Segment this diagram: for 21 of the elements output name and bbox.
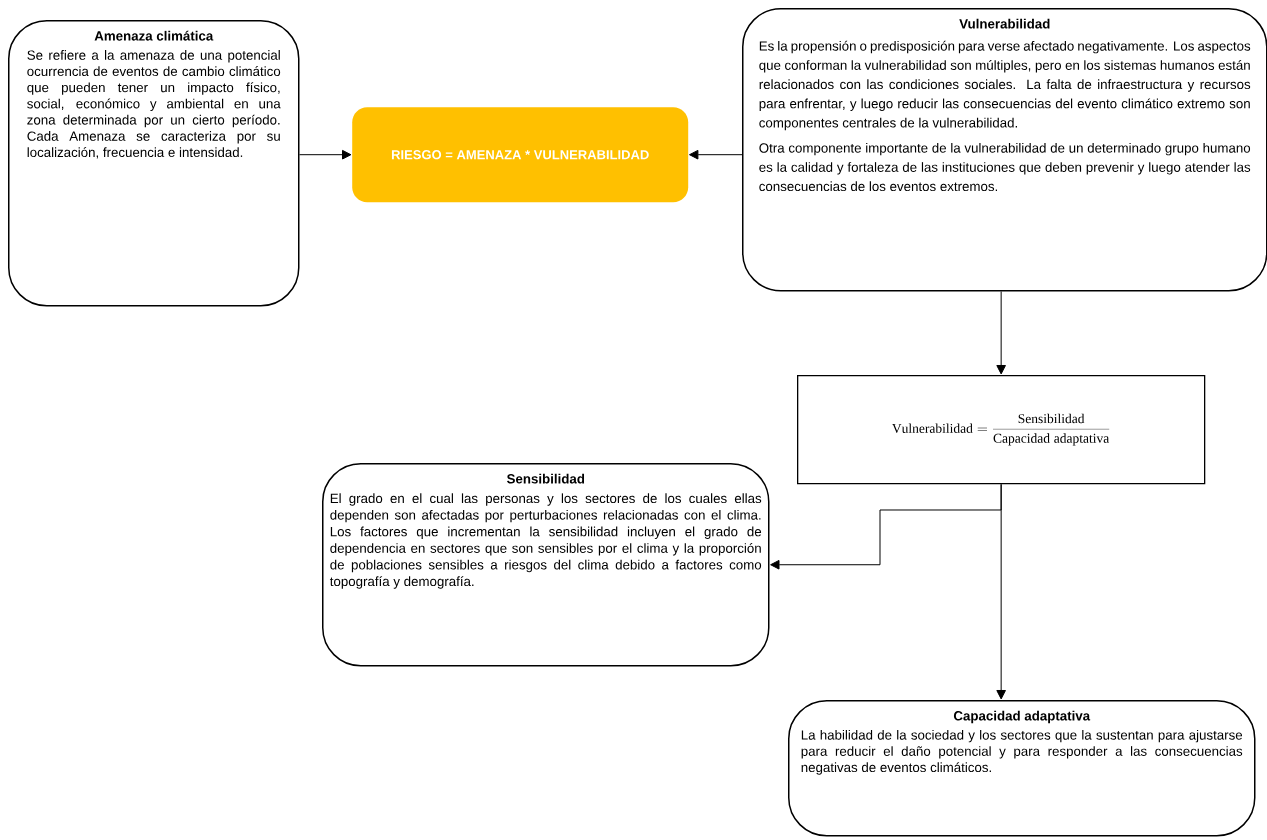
text-box (788, 700, 1256, 837)
heading: Vulnerabilidad (959, 18, 1050, 29)
formula-box (797, 375, 1206, 485)
arrow (689, 149, 743, 160)
paragraph: La habilidad de la sociedad y los sectores que la sustentan para ajustarse para reducir el daño potencial y para responder a las consecuencias negativas de eventos climáticos. (801, 729, 1243, 775)
heading: Capacidad adaptativa (953, 710, 1091, 724)
text-box (742, 8, 1267, 292)
formula: $\mathrm{Vulnerabilidad} = \frac{\mathrm{Sensibilidad}}{\mathrm{Capacidad\ adaptativa}}$ (892, 413, 1110, 446)
highlight-box (352, 107, 689, 203)
arrow (996, 291, 1006, 375)
paragraph: El grado en el cual las personas y los sectores de los cuales ellas dependen son afectadas por perturbaciones relacionadas con el clima. Los factores que incrementan la sensibilidad incluyen el grado de dependencia en sectores que son sensibles por el clima y la proporción de poblaciones sensibles a riesgos del clima debido a factores como topografía y demografía. (329, 493, 762, 589)
text-box (8, 20, 300, 307)
paragraph: Es la propensión o predisposición para verse afectado negativamente. Los aspectos que conforman la vulnerabilidad son múltiples, pero en los sistemas humanos están relacionados con las condiciones sociales. La falta de infraestructura y recursos para enfrentar, y luego reducir las consecuencias del evento climático extremo son componentes centrales de la vulnerabilidad. (759, 40, 1251, 131)
heading: Sensibilidad (506, 473, 585, 484)
paragraph: Se refiere a la amenaza de una potencial ocurrencia de eventos de cambio climático que pueden tener un impacto físico, social, económico y ambiental en una zona determinada por un cierto período. Cada Amenaza se caracteriza por su localización, frecuencia e intensidad. (27, 50, 281, 159)
text-box (322, 463, 770, 667)
arrow (996, 483, 1006, 700)
paragraph: Otra componente importante de la vulnerabilidad de un determinado grupo humano es la calidad y fortaleza de las instituciones que deben prevenir y luego atender las consecuencias de los eventos extremos. (759, 142, 1251, 192)
heading: Amenaza climática (94, 30, 214, 41)
arrow (299, 149, 352, 160)
formula-text: RIESGO = AMENAZA * VULNERABILIDAD (391, 150, 649, 160)
